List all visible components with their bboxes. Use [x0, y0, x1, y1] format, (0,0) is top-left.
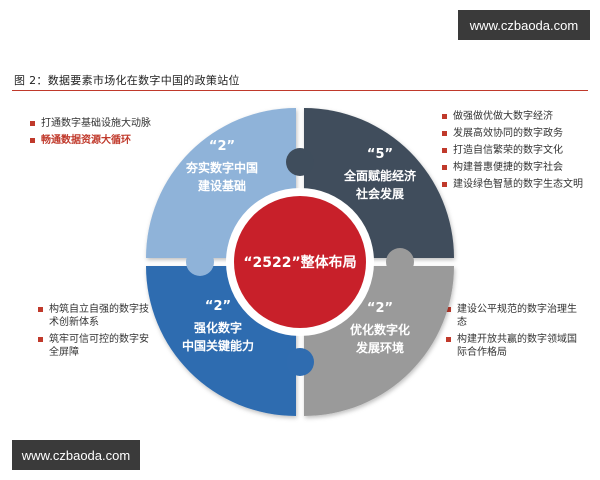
list-item: 打造自信繁荣的数字文化 [442, 144, 592, 157]
list-item: 发展高效协同的数字政务 [442, 127, 592, 140]
list-item-text: 构建普惠便捷的数字社会 [453, 162, 563, 173]
quadrant-line: 全面赋能经济 [343, 168, 417, 183]
list-item-text: 畅通数据资源大循环 [41, 135, 131, 146]
list-item-text: 建设公平规范的数字治理生态 [457, 304, 577, 328]
list-item-text: 发展高效协同的数字政务 [453, 128, 563, 139]
list-item: 建设公平规范的数字治理生态 [446, 303, 586, 329]
list-item-text: 构建开放共赢的数字领域国际合作格局 [457, 334, 577, 358]
quadrant-line: 夯实数字中国 [185, 160, 258, 175]
list-top-left: 打通数字基础设施大动脉 畅通数据资源大循环 [30, 117, 220, 151]
quadrant-number: “2” [209, 139, 235, 154]
bullet-icon [30, 138, 35, 143]
center-label: “2522”整体布局 [243, 254, 356, 271]
list-item: 打通数字基础设施大动脉 [30, 117, 220, 130]
list-item: 构建普惠便捷的数字社会 [442, 161, 592, 174]
bullet-icon [38, 307, 43, 312]
list-item-text: 筑牢可信可控的数字安全屏障 [49, 334, 149, 358]
bullet-icon [446, 337, 451, 342]
quadrant-line: 建设基础 [197, 178, 246, 193]
bullet-icon [30, 121, 35, 126]
title-divider [12, 90, 588, 91]
quadrant-line: 社会发展 [355, 186, 404, 201]
list-item-text: 做强做优做大数字经济 [453, 111, 553, 122]
bullet-icon [442, 131, 447, 136]
puzzle-tab-bottom [286, 348, 314, 376]
bullet-icon [446, 307, 451, 312]
puzzle-tab-right [386, 248, 414, 276]
list-item: 筑牢可信可控的数字安全屏障 [38, 333, 158, 359]
list-item-text: 打造自信繁荣的数字文化 [453, 145, 563, 156]
list-bottom-left: 构筑自立自强的数字技术创新体系 筑牢可信可控的数字安全屏障 [38, 303, 158, 363]
quadrant-line: 强化数字 [194, 320, 242, 335]
bullet-icon [442, 165, 447, 170]
quadrant-line: 发展环境 [355, 340, 404, 355]
list-item: 构筑自立自强的数字技术创新体系 [38, 303, 158, 329]
center-circle [234, 196, 366, 328]
list-item: 做强做优做大数字经济 [442, 110, 592, 123]
figure-title: 图 2：数据要素市场化在数字中国的政策站位 [14, 74, 240, 87]
bullet-icon [442, 114, 447, 119]
watermark-top: www.czbaoda.com [458, 10, 590, 40]
list-item-text: 打通数字基础设施大动脉 [41, 118, 151, 129]
list-item: 建设绿色智慧的数字生态文明 [442, 178, 592, 191]
quadrant-line: 中国关键能力 [182, 338, 254, 353]
list-top-right: 做强做优做大数字经济 发展高效协同的数字政务 打造自信繁荣的数字文化 构建普惠便… [442, 110, 592, 195]
puzzle-tab-left [186, 248, 214, 276]
quadrant-line: 优化数字化 [350, 322, 410, 337]
list-item: 构建开放共赢的数字领域国际合作格局 [446, 333, 586, 359]
list-bottom-right: 建设公平规范的数字治理生态 构建开放共赢的数字领域国际合作格局 [446, 303, 586, 363]
quadrant-number: “2” [205, 299, 231, 314]
bullet-icon [442, 148, 447, 153]
puzzle-tab-top [286, 148, 314, 176]
watermark-bottom: www.czbaoda.com [12, 440, 140, 470]
list-item-text: 构筑自立自强的数字技术创新体系 [49, 304, 149, 328]
list-item-text: 建设绿色智慧的数字生态文明 [453, 179, 583, 190]
bullet-icon [442, 182, 447, 187]
quadrant-number: “5” [367, 147, 393, 162]
quadrant-number: “2” [367, 301, 393, 316]
bullet-icon [38, 337, 43, 342]
list-item-highlight: 畅通数据资源大循环 [30, 134, 220, 147]
